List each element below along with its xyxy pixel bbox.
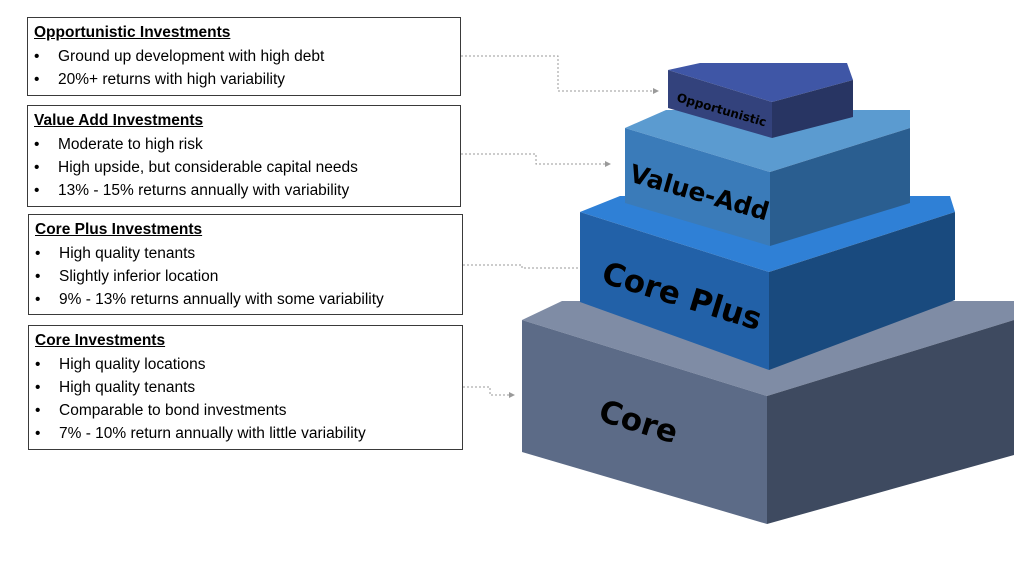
list-item: 20%+ returns with high variability: [34, 68, 452, 91]
core-plus-bullet-list: High quality tenants Slightly inferior l…: [35, 242, 454, 311]
value-add-bullet-list: Moderate to high risk High upside, but c…: [34, 133, 452, 202]
core-plus-side-face: [769, 212, 955, 370]
opportunistic-side-face: [772, 80, 853, 138]
connector-opportunistic: [461, 55, 659, 94]
core-side-face: [767, 320, 1014, 524]
list-item: High upside, but considerable capital ne…: [34, 156, 452, 179]
opportunistic-investments-box: Opportunistic Investments Ground up deve…: [27, 17, 461, 96]
list-item: Slightly inferior location: [35, 265, 454, 288]
opportunistic-front-face: [668, 70, 772, 138]
list-item: Comparable to bond investments: [35, 399, 454, 422]
value-add-front-face: [625, 128, 770, 246]
list-item: High quality tenants: [35, 376, 454, 399]
core-bullet-list: High quality locations High quality tena…: [35, 353, 454, 445]
connector-value-add: [461, 153, 611, 167]
core-plus-front-face: [580, 212, 769, 370]
opportunistic-top-face: [668, 63, 853, 102]
connector-core: [463, 386, 515, 398]
core-plus-investments-title: Core Plus Investments: [35, 221, 203, 238]
list-item: High quality locations: [35, 353, 454, 376]
list-item: Moderate to high risk: [34, 133, 452, 156]
connector-core-plus: [463, 264, 587, 271]
core-plus-investments-box: Core Plus Investments High quality tenan…: [28, 214, 463, 315]
core-front-face: [522, 320, 767, 524]
opportunistic-bullet-list: Ground up development with high debt 20%…: [34, 45, 452, 91]
value-add-top-face: [625, 110, 910, 172]
tier-value-add: [625, 110, 910, 246]
value-add-investments-title: Value Add Investments: [34, 112, 204, 129]
core-investments-box: Core Investments High quality locations …: [28, 325, 463, 450]
list-item: Ground up development with high debt: [34, 45, 452, 68]
core-investments-title: Core Investments: [35, 332, 166, 349]
list-item: 9% - 13% returns annually with some vari…: [35, 288, 454, 311]
connectors: [461, 55, 659, 398]
list-item: 13% - 15% returns annually with variabil…: [34, 179, 452, 202]
value-add-side-face: [770, 128, 910, 246]
value-add-investments-box: Value Add Investments Moderate to high r…: [27, 105, 461, 207]
tier-opportunistic: [668, 63, 853, 138]
list-item: 7% - 10% return annually with little var…: [35, 422, 454, 445]
opportunistic-investments-title: Opportunistic Investments: [34, 24, 231, 41]
list-item: High quality tenants: [35, 242, 454, 265]
